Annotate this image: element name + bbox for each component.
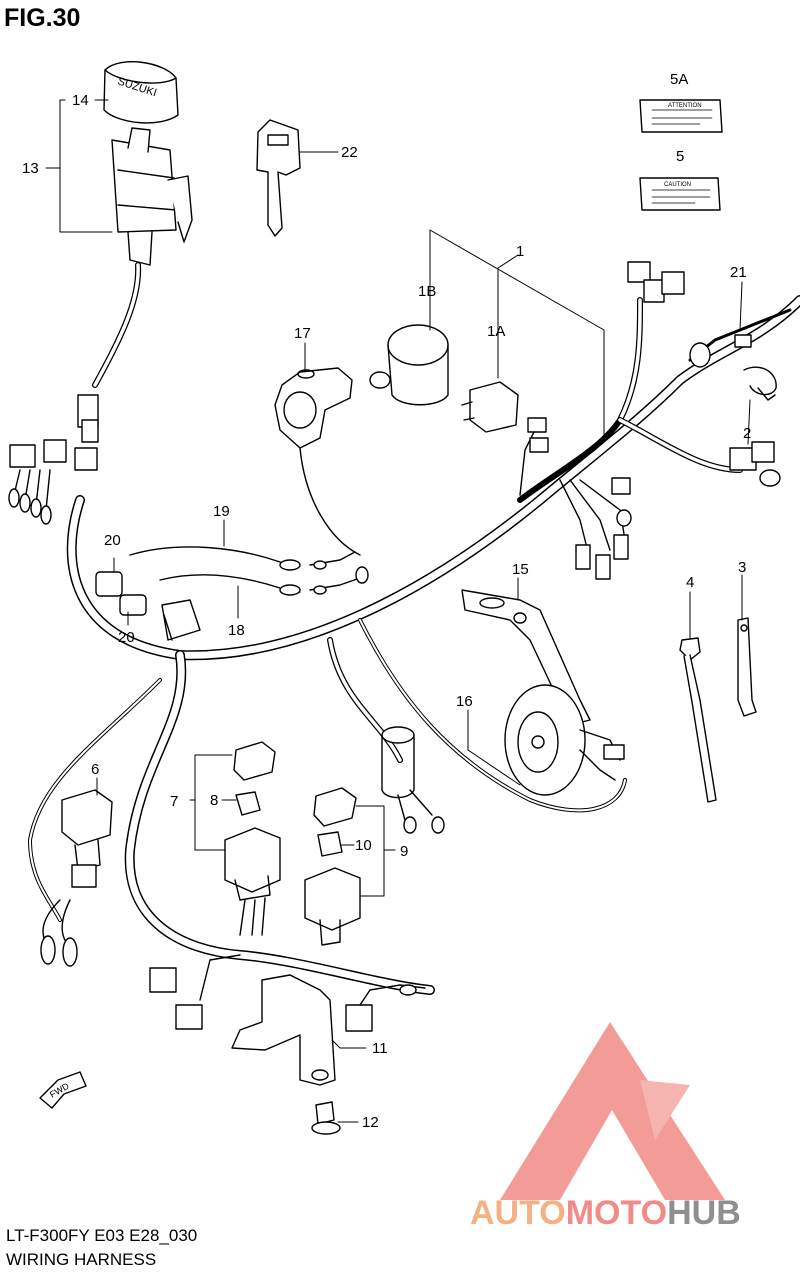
callout-6: 6 xyxy=(91,761,99,778)
connector-20-lower xyxy=(119,594,147,616)
callout-12: 12 xyxy=(362,1114,379,1131)
figure-title: FIG.30 xyxy=(4,4,81,32)
callout-3: 3 xyxy=(738,559,746,576)
callout-19: 19 xyxy=(213,503,230,520)
callout-4: 4 xyxy=(686,574,694,591)
horn xyxy=(504,684,625,796)
label-5-text: CAUTION xyxy=(664,182,691,188)
relay-1a xyxy=(461,381,519,433)
callout-18: 18 xyxy=(228,622,245,639)
clamp-band-3 xyxy=(737,617,757,717)
watermark-moto: MOTO xyxy=(566,1194,667,1232)
handlebar-switch-17 xyxy=(274,367,361,556)
ignition-coil-1b xyxy=(369,324,449,406)
callout-15: 15 xyxy=(512,561,529,578)
bracket-11 xyxy=(231,974,336,1086)
callout-10: 10 xyxy=(355,837,372,854)
attention-label-5a xyxy=(639,99,723,133)
callout-2: 2 xyxy=(743,425,751,442)
fuse-holder-9 xyxy=(304,867,361,946)
callout-21: 21 xyxy=(730,264,747,281)
watermark-logo xyxy=(500,1022,725,1200)
callout-20-lower: 20 xyxy=(118,629,135,646)
fuse-8 xyxy=(235,791,261,816)
caution-label-5 xyxy=(639,177,721,211)
center-connector-group xyxy=(519,417,632,580)
callout-20-upper: 20 xyxy=(104,532,121,549)
callout-8: 8 xyxy=(210,792,218,809)
leader-lines xyxy=(45,99,751,1123)
svg-text:AUTOMOTOHUB: AUTOMOTOHUB xyxy=(470,1194,741,1232)
wire-19 xyxy=(129,546,301,571)
callout-11: 11 xyxy=(372,1040,388,1057)
callout-9: 9 xyxy=(400,843,408,860)
wire-18 xyxy=(159,574,301,596)
callouts: 1 1A 1B 2 3 4 5 5A 6 7 8 9 10 11 12 13 1… xyxy=(22,71,751,1131)
callout-17: 17 xyxy=(294,325,311,342)
key xyxy=(256,119,301,237)
callout-13: 13 xyxy=(22,160,39,177)
fuse-10 xyxy=(317,831,343,857)
connector-20-upper xyxy=(95,571,123,597)
callout-1a: 1A xyxy=(487,323,505,340)
callout-1: 1 xyxy=(516,243,524,260)
relay-6 xyxy=(40,789,113,967)
callout-22: 22 xyxy=(341,144,358,161)
fwd-arrow-icon xyxy=(39,1071,87,1109)
callout-16: 16 xyxy=(456,693,473,710)
tie-band-4 xyxy=(679,637,717,803)
bottom-connectors xyxy=(149,954,426,1032)
clamp-2 xyxy=(743,366,777,401)
watermark-hub: HUB xyxy=(667,1194,741,1232)
callout-14: 14 xyxy=(72,92,89,109)
connector-block xyxy=(161,599,201,641)
label-5a-text: ATTENTION xyxy=(668,103,702,109)
model-code: LT-F300FY E03 E28_030 xyxy=(6,1226,198,1245)
top-right-connectors xyxy=(627,261,792,487)
watermark-auto: AUTO xyxy=(470,1194,566,1232)
bolt-12 xyxy=(311,1101,341,1135)
callout-1b: 1B xyxy=(418,283,436,300)
fuse-cap-7 xyxy=(233,741,276,781)
callout-5: 5 xyxy=(676,148,684,165)
fuse-holder-7 xyxy=(224,827,281,936)
component-cylinder xyxy=(381,726,445,834)
fuse-cap-9 xyxy=(313,787,357,827)
left-connector-cluster xyxy=(8,439,98,525)
ignition-switch xyxy=(77,61,193,443)
diagram-name: WIRING HARNESS xyxy=(6,1250,157,1269)
callout-7: 7 xyxy=(170,793,178,810)
callout-5a: 5A xyxy=(670,71,688,88)
